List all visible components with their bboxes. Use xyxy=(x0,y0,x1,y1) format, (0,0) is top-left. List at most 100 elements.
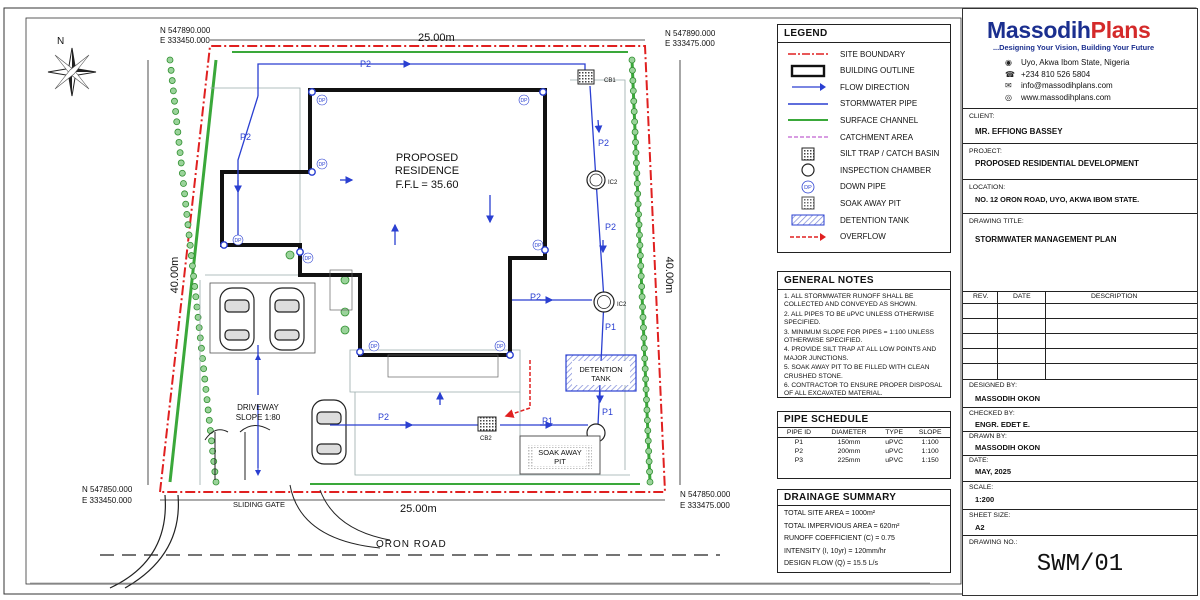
downpipe-label: DP xyxy=(319,162,327,168)
legend-label: DETENTION TANK xyxy=(840,215,910,225)
project-value: PROPOSED RESIDENTIAL DEVELOPMENT xyxy=(975,159,1139,168)
shrub-icon xyxy=(646,478,654,486)
table-cell: P1 xyxy=(794,439,804,446)
shrub-icon xyxy=(210,458,218,465)
driveway-label: DRIVEWAY xyxy=(237,403,279,412)
pipe-label: P2 xyxy=(605,222,616,232)
shrub-icon xyxy=(632,149,640,157)
sheet-size-label: SHEET SIZE: xyxy=(969,512,1011,519)
table-cell: uPVC xyxy=(885,457,904,464)
shrub-icon xyxy=(630,108,638,115)
detention-label-1: DETENTION xyxy=(579,365,622,374)
drawn-by-value: MASSODIH OKON xyxy=(975,443,1041,452)
brand-name-a: Massodih xyxy=(987,17,1091,43)
ic2-upper-label: IC2 xyxy=(608,180,618,186)
legend-title: LEGEND xyxy=(778,25,950,43)
shrub-icon xyxy=(198,344,205,352)
shrub-icon xyxy=(176,149,184,157)
building-title-2: RESIDENCE xyxy=(395,165,459,177)
legend-label: DOWN PIPE xyxy=(840,182,886,192)
right-dimension: 40.00m xyxy=(663,257,675,294)
coord-bottom-left-e: E 333450.000 xyxy=(82,496,132,505)
pipe-line-icon xyxy=(786,97,830,111)
rev-col-description: DESCRIPTION xyxy=(1091,293,1138,300)
pipe-schedule-column-header: PIPE ID xyxy=(778,428,820,438)
contact-text: www.massodihplans.com xyxy=(1021,92,1111,102)
downpipe-label: DP xyxy=(521,98,529,104)
drawing-no-label: DRAWING NO.: xyxy=(969,539,1018,546)
shrub-icon xyxy=(642,375,650,383)
date-label: DATE: xyxy=(969,457,989,464)
contact-text: Uyo, Akwa Ibom State, Nigeria xyxy=(1021,58,1130,67)
contact-item: ◎www.massodihplans.com xyxy=(1005,92,1130,104)
pipe-label: P2 xyxy=(378,412,389,422)
legend-item: SILT TRAP / CATCH BASIN xyxy=(786,147,939,161)
note-item: 6. CONTRACTOR TO ENSURE PROPER DISPOSAL … xyxy=(784,382,943,398)
designed-by-value: MASSODIH OKON xyxy=(975,394,1041,403)
shrub-icon xyxy=(645,447,653,455)
contact-text: +234 810 526 5804 xyxy=(1021,69,1091,79)
downpipe-label: DP xyxy=(371,344,379,350)
svg-text:DP: DP xyxy=(804,185,812,191)
date-value: MAY, 2025 xyxy=(975,467,1011,476)
legend-item: OVERFLOW xyxy=(786,230,886,244)
project-label: PROJECT: xyxy=(969,148,1002,155)
legend-label: SITE BOUNDARY xyxy=(840,49,906,59)
summary-item: TOTAL IMPERVIOUS AREA = 620m² xyxy=(784,522,900,530)
contact-text: info@massodihplans.com xyxy=(1021,81,1113,90)
legend-item: INSPECTION CHAMBER xyxy=(786,163,931,177)
title-block: MassodihPlans ...Designing Your Vision, … xyxy=(962,8,1198,596)
bottom-dimension: 25.00m xyxy=(400,503,437,515)
shrub-icon xyxy=(637,272,645,280)
shrub-icon xyxy=(285,250,295,260)
coord-top-right-e: E 333475.000 xyxy=(665,39,715,48)
shrub-icon xyxy=(190,272,197,280)
checked-by-label: CHECKED BY: xyxy=(969,410,1015,417)
downpipe-icon: DP xyxy=(296,248,314,264)
car-icon xyxy=(219,287,255,351)
client-label: CLIENT: xyxy=(969,113,995,120)
shrub-icon xyxy=(644,437,652,445)
shrub-icon xyxy=(634,190,642,198)
shrub-icon xyxy=(635,210,642,218)
shrub-icon xyxy=(168,77,176,84)
general-notes-panel: GENERAL NOTES 1. ALL STORMWATER RUNOFF S… xyxy=(777,271,951,398)
driveway-slope: SLOPE 1:80 xyxy=(236,413,281,422)
shrub-icon xyxy=(639,313,647,321)
shrub-icon xyxy=(205,416,213,424)
downpipe-icon: DP xyxy=(518,88,547,106)
summary-item: RUNOFF COEFFICIENT (C) = 0.75 xyxy=(784,535,895,542)
shrub-icon xyxy=(629,66,636,74)
shrub-icon xyxy=(177,159,185,167)
shrub-icon xyxy=(212,478,220,486)
downpipe-label: DP xyxy=(497,344,505,350)
top-dimension: 25.00m xyxy=(418,32,455,44)
shrub-icon xyxy=(640,344,648,352)
legend-item: CATCHMENT AREA xyxy=(786,130,913,144)
shrub-icon xyxy=(633,180,641,187)
general-notes-list: 1. ALL STORMWATER RUNOFF SHALL BE COLLEC… xyxy=(778,290,950,403)
car-icon xyxy=(311,399,347,465)
legend-item: DP DOWN PIPE xyxy=(786,180,886,194)
shrub-icon xyxy=(640,324,647,332)
summary-item: INTENSITY (I, 10yr) = 120mm/hr xyxy=(784,547,886,555)
legend-item: SITE BOUNDARY xyxy=(786,47,905,61)
email-icon: ✉ xyxy=(1005,81,1012,90)
shrub-row-right xyxy=(628,56,654,486)
gate-label: SLIDING GATE xyxy=(233,500,285,509)
shrub-icon xyxy=(637,262,645,270)
overflow-path xyxy=(504,360,531,418)
shrub-icon xyxy=(193,303,201,311)
designed-by-label: DESIGNED BY: xyxy=(969,382,1017,389)
shrub-icon xyxy=(199,355,206,362)
flow-arrow-icon xyxy=(786,80,830,94)
shrub-icon xyxy=(631,128,639,136)
shrub-icon xyxy=(183,210,191,218)
shrub-icon xyxy=(640,334,648,342)
rev-col-date: DATE xyxy=(1013,293,1031,300)
downpipe-icon: DP xyxy=(532,239,549,254)
shrub-icon xyxy=(636,252,644,259)
